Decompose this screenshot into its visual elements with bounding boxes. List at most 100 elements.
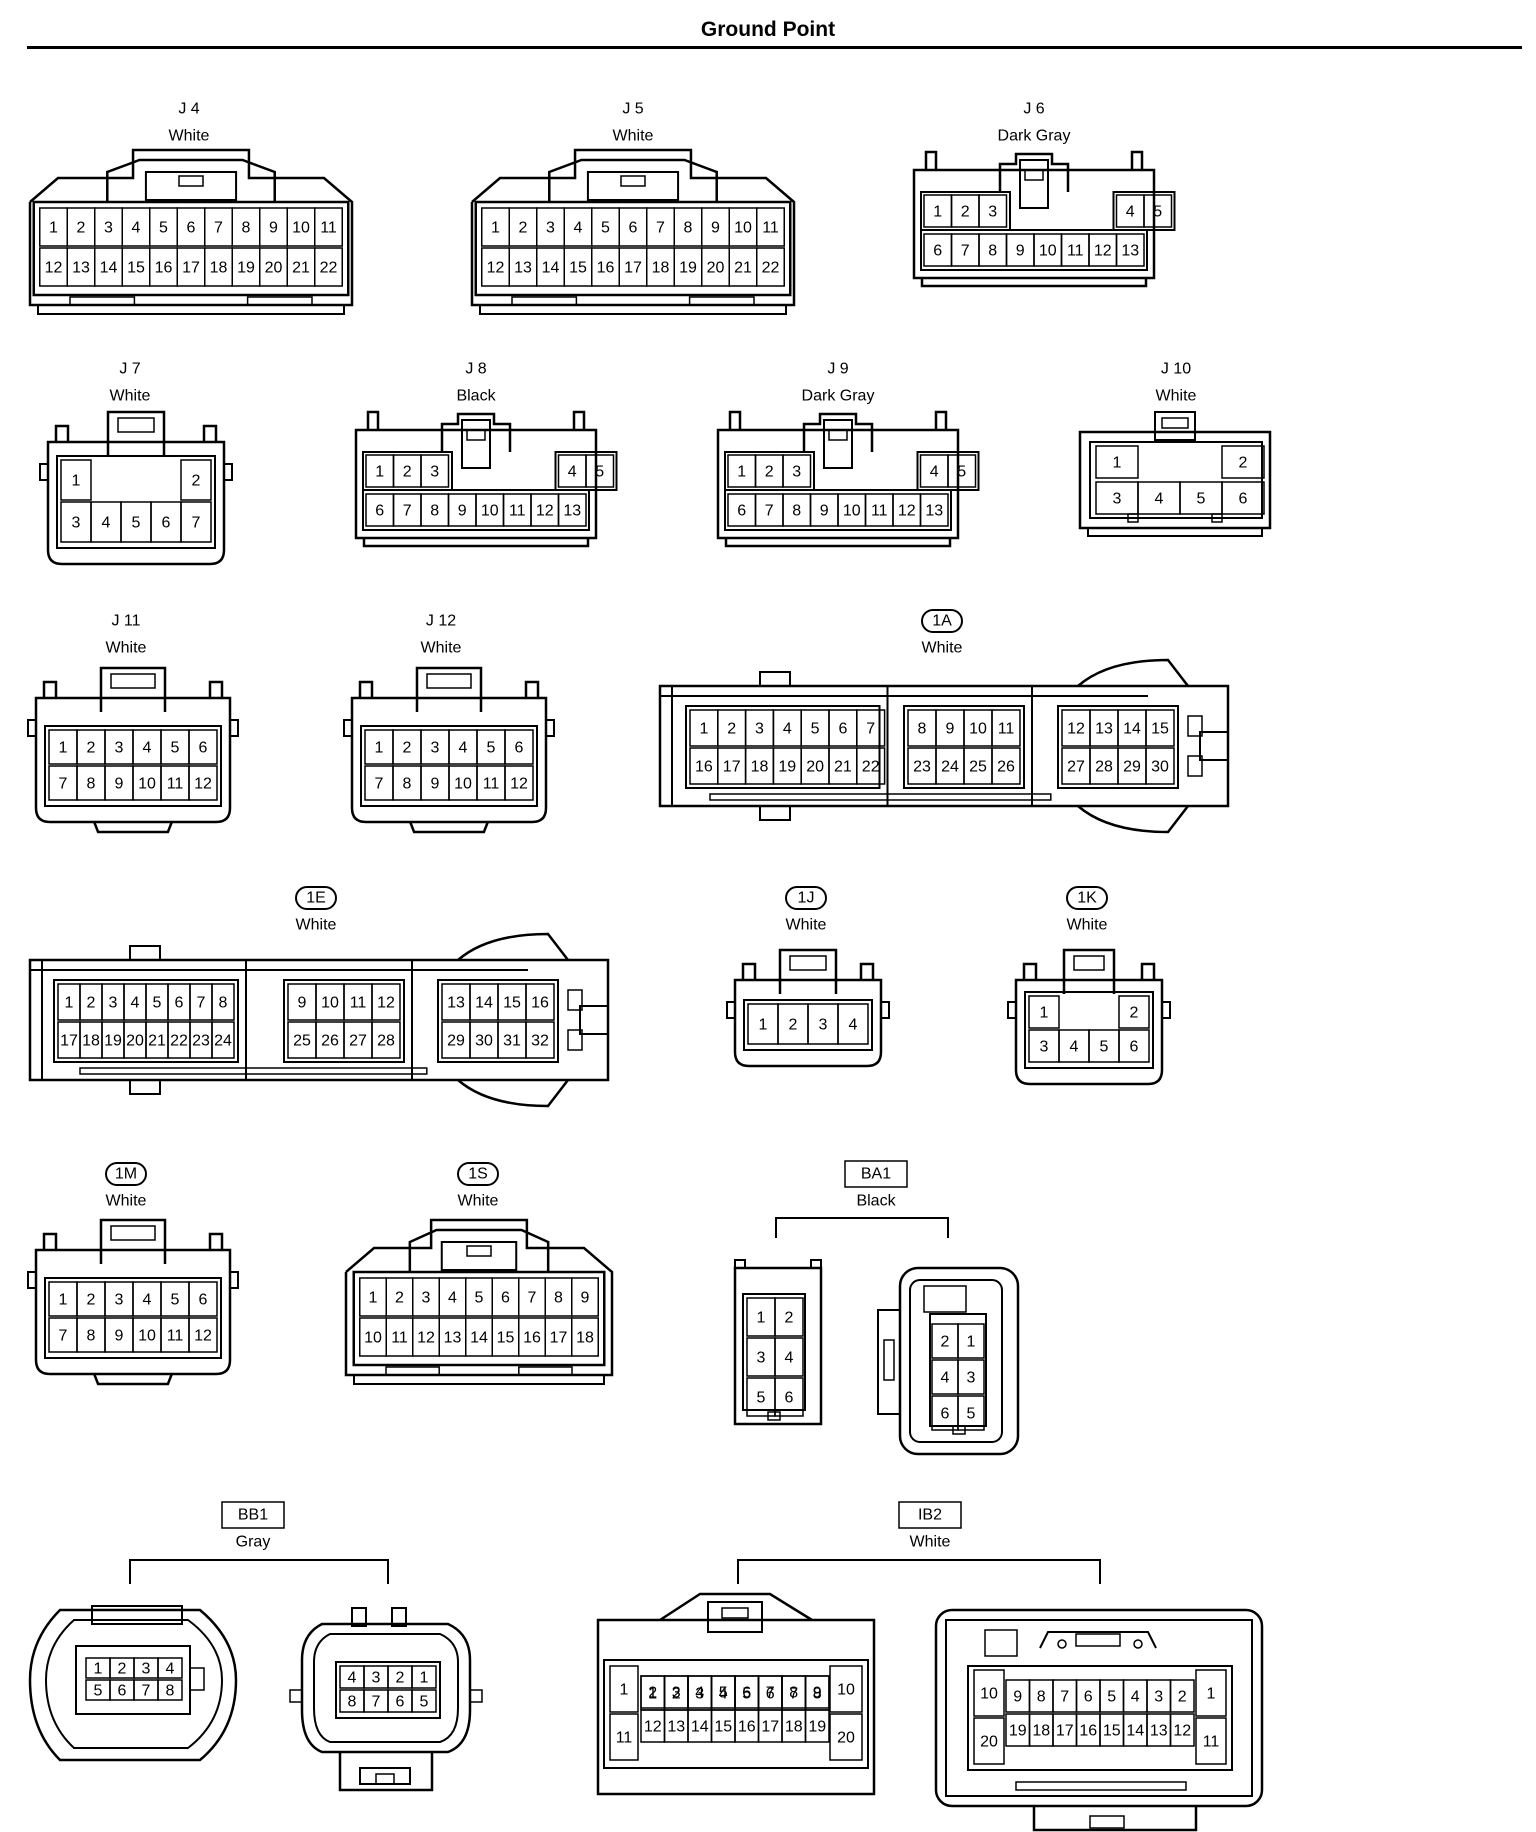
housing-outline xyxy=(366,410,380,430)
pin-number: 10 xyxy=(837,1682,855,1699)
pin-number: 17 xyxy=(624,260,642,277)
pin-number: 6 xyxy=(501,1290,510,1307)
housing-outline xyxy=(1127,513,1139,523)
pin-cell xyxy=(1145,709,1175,747)
connector-color: Gray xyxy=(236,1534,271,1551)
pin-cell xyxy=(1169,1679,1195,1713)
housing-outline xyxy=(1024,991,1154,1069)
pin-number: 11 xyxy=(483,776,500,793)
housing-outline xyxy=(53,979,239,1063)
pin-number: 7 xyxy=(375,776,384,793)
housing-outline xyxy=(1161,1001,1171,1019)
connector-code: 1K xyxy=(1077,890,1097,907)
housing-outline xyxy=(920,278,1148,288)
pin-number: 7 xyxy=(528,1290,537,1307)
pin-number: 5 xyxy=(595,464,604,481)
connector-color: Dark Gray xyxy=(802,388,875,405)
code-box xyxy=(898,1501,962,1529)
housing-outline xyxy=(358,680,374,698)
housing-outline xyxy=(54,424,70,442)
housing-outline xyxy=(202,424,218,442)
pin-cell xyxy=(1169,1713,1195,1747)
pin-number: 1 xyxy=(59,1292,68,1309)
connector-code: J 6 xyxy=(1023,101,1044,118)
pin-number: 2 xyxy=(1178,1689,1187,1706)
pin-number: 11 xyxy=(320,220,337,237)
housing-outline xyxy=(313,1633,459,1743)
pin-number: 3 xyxy=(115,1292,124,1309)
housing-outline xyxy=(603,1659,869,1769)
pin-number: 27 xyxy=(1067,759,1085,776)
housing-outline xyxy=(620,175,646,187)
housing-outline xyxy=(823,419,853,469)
pin-number: 8 xyxy=(403,776,412,793)
housing-outline xyxy=(44,1619,224,1749)
housing-outline xyxy=(802,412,874,452)
pin-number: 7 xyxy=(789,1686,798,1703)
housing-outline xyxy=(409,821,489,834)
pin-number: 2 xyxy=(785,1310,794,1327)
pin-number: 6 xyxy=(737,503,746,520)
pin-number: 18 xyxy=(751,759,769,776)
pin-cell xyxy=(314,207,343,247)
housing-outline xyxy=(880,1001,890,1019)
housing-outline xyxy=(724,538,952,548)
pin-number: 10 xyxy=(980,1686,998,1703)
housing-outline xyxy=(56,455,216,549)
pin-number: 2 xyxy=(672,1686,681,1703)
housing-outline xyxy=(1199,731,1229,761)
pin-number: 14 xyxy=(1123,721,1141,738)
pin-number: 5 xyxy=(94,1683,103,1700)
pin-cell xyxy=(991,709,1021,747)
pin-number: 22 xyxy=(862,759,880,776)
pin-number: 19 xyxy=(104,1033,122,1050)
pin-number: 4 xyxy=(1131,1689,1140,1706)
pin-number: 4 xyxy=(348,1670,357,1687)
pin-number: 13 xyxy=(563,503,581,520)
pin-cell xyxy=(804,1709,830,1743)
pin-number: 9 xyxy=(431,776,440,793)
housing-outline xyxy=(343,719,353,737)
pin-number: 1 xyxy=(699,721,708,738)
housing-outline xyxy=(1089,1815,1125,1829)
housing-outline xyxy=(27,719,37,737)
pin-number: 9 xyxy=(581,1290,590,1307)
pin-number: 1 xyxy=(72,473,81,490)
pin-number: 15 xyxy=(569,260,587,277)
pin-number: 22 xyxy=(762,260,780,277)
housing-outline xyxy=(91,1605,183,1625)
pin-cell xyxy=(804,1675,830,1709)
pin-number: 16 xyxy=(1079,1723,1097,1740)
pin-number: 5 xyxy=(757,1390,766,1407)
pin-cell xyxy=(504,765,534,801)
housing-outline xyxy=(34,696,232,824)
pin-number: 15 xyxy=(1103,1723,1121,1740)
pin-number: 2 xyxy=(1239,455,1248,472)
housing-outline xyxy=(1195,1717,1227,1765)
pin-number: 1 xyxy=(1207,1686,1216,1703)
pin-number: 11 xyxy=(509,503,526,520)
pin-number: 13 xyxy=(444,1330,462,1347)
pin-number: 9 xyxy=(269,220,278,237)
pin-number: 15 xyxy=(127,260,145,277)
pin-number: 25 xyxy=(969,759,987,776)
pin-cell xyxy=(1221,481,1265,515)
connector-code: BB1 xyxy=(238,1507,268,1524)
connector-code: J 10 xyxy=(1161,361,1191,378)
pin-number: 3 xyxy=(431,740,440,757)
housing-outline xyxy=(810,1259,822,1269)
housing-outline xyxy=(229,1271,239,1289)
housing-outline xyxy=(734,1259,746,1269)
housing-outline xyxy=(27,1271,37,1289)
pin-number: 2 xyxy=(118,1661,127,1678)
pin-number: 19 xyxy=(1009,1723,1027,1740)
housing-outline xyxy=(1087,527,1263,537)
